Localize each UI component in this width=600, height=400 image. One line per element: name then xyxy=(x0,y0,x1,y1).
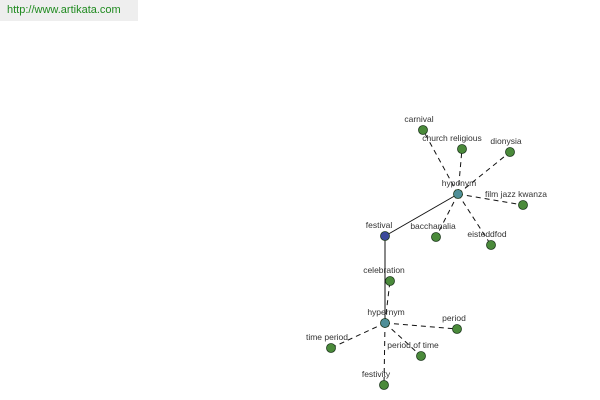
edge-hyponym-eisteddfod xyxy=(457,193,492,246)
node-label: time period xyxy=(306,332,348,342)
node-church-religious[interactable]: church religious xyxy=(422,133,482,154)
node-dot[interactable] xyxy=(505,147,515,157)
node-dot[interactable] xyxy=(518,200,528,210)
site-url-link[interactable]: http://www.artikata.com xyxy=(7,4,121,16)
node-label: eisteddfod xyxy=(467,229,506,239)
node-dot[interactable] xyxy=(379,380,389,390)
edge-hypernym-time_period xyxy=(330,322,386,349)
node-label: period xyxy=(442,313,466,323)
node-label: hyponym xyxy=(442,178,477,188)
node-festival[interactable]: festival xyxy=(366,220,393,241)
node-hyponym[interactable]: hyponym xyxy=(442,178,477,199)
edge-hypernym-festivity xyxy=(383,322,386,386)
node-carnival[interactable]: carnival xyxy=(404,114,434,135)
node-label: festivity xyxy=(362,369,391,379)
node-label: festival xyxy=(366,220,393,230)
node-dot[interactable] xyxy=(385,276,395,286)
edge-festival-hyponym xyxy=(384,193,459,237)
node-dot[interactable] xyxy=(418,125,428,135)
edge-hyponym-film_jazz_kwanza xyxy=(457,193,524,206)
edge-layer xyxy=(330,129,524,386)
node-layer: festival hyponym hypernym celebration carniv… xyxy=(306,114,547,390)
node-festivity[interactable]: festivity xyxy=(362,369,391,390)
node-label: celebration xyxy=(363,265,405,275)
edge-hyponym-dionysia xyxy=(457,151,511,195)
url-bar: http://www.artikata.com xyxy=(0,0,138,21)
node-celebration[interactable]: celebration xyxy=(363,265,405,286)
edge-hyponym-carnival xyxy=(422,129,459,195)
node-label: church religious xyxy=(422,133,482,143)
node-dot[interactable] xyxy=(486,240,496,250)
edge-hypernym-period xyxy=(384,322,458,330)
edge-hyponym-church_religious xyxy=(457,148,463,195)
node-dot[interactable] xyxy=(326,343,336,353)
node-period[interactable]: period xyxy=(442,313,466,334)
node-hypernym[interactable]: hypernym xyxy=(367,307,405,328)
edge-hypernym-celebration xyxy=(384,280,391,324)
node-dot[interactable] xyxy=(457,144,467,154)
node-bacchanalia[interactable]: bacchanalia xyxy=(410,221,456,242)
node-dionysia[interactable]: dionysia xyxy=(490,136,522,157)
node-label: bacchanalia xyxy=(410,221,456,231)
node-label: period of time xyxy=(387,340,439,350)
node-dot[interactable] xyxy=(452,324,462,334)
edge-hypernym-period_of_time xyxy=(384,322,422,357)
node-label: film jazz kwanza xyxy=(485,189,547,199)
node-dot[interactable] xyxy=(380,231,390,241)
node-dot[interactable] xyxy=(416,351,426,361)
node-dot[interactable] xyxy=(453,189,463,199)
node-label: hypernym xyxy=(367,307,404,317)
node-label: dionysia xyxy=(490,136,521,146)
node-eisteddfod[interactable]: eisteddfod xyxy=(467,229,507,250)
node-dot[interactable] xyxy=(380,318,390,328)
node-period-of-time[interactable]: period of time xyxy=(387,340,439,361)
node-label: carnival xyxy=(404,114,433,124)
node-time-period[interactable]: time period xyxy=(306,332,348,353)
edge-hyponym-bacchanalia xyxy=(435,193,459,238)
node-dot[interactable] xyxy=(431,232,441,242)
node-film-jazz-kwanza[interactable]: film jazz kwanza xyxy=(485,189,547,210)
